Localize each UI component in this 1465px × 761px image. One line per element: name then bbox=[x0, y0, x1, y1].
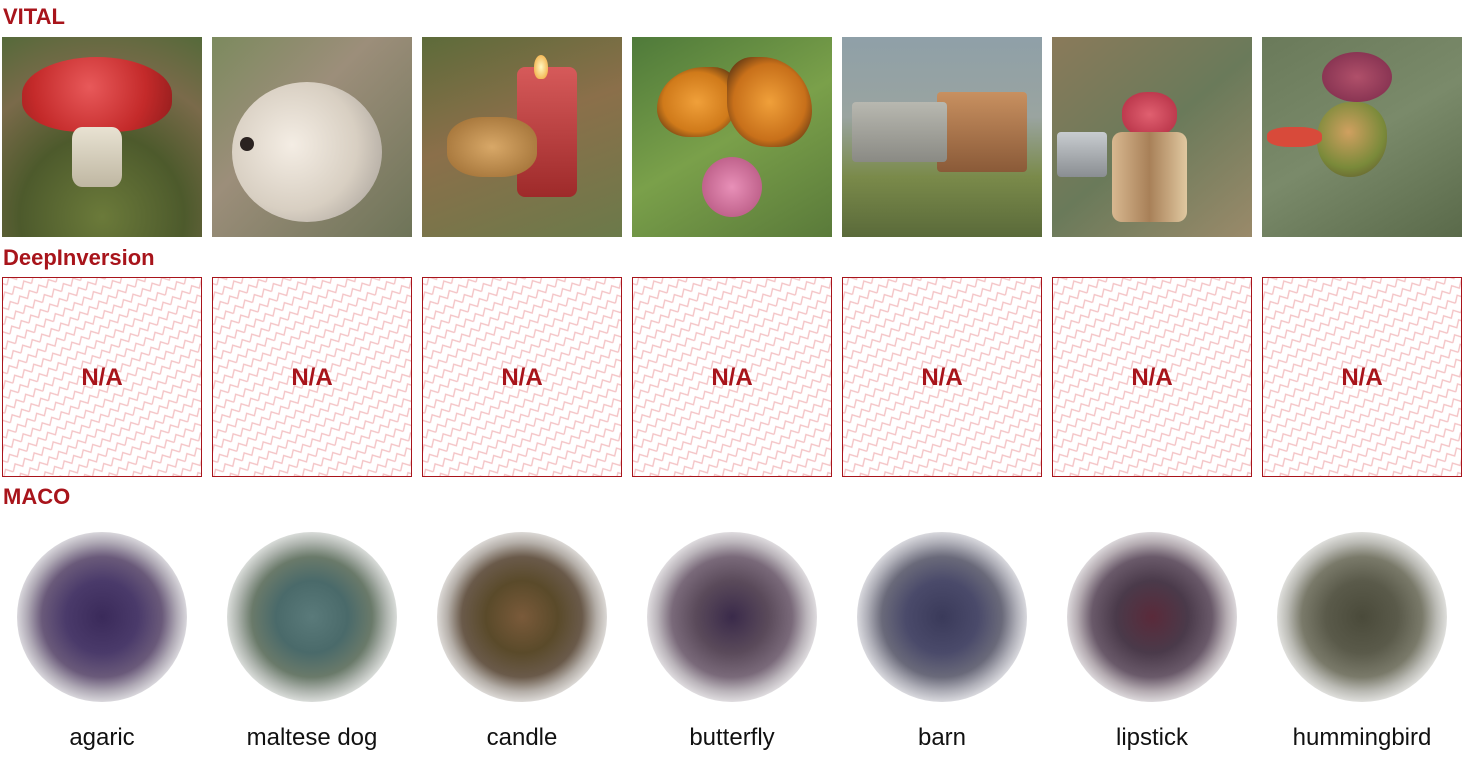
vital-title: VITAL bbox=[3, 4, 65, 29]
vital-image-agaric bbox=[2, 37, 202, 237]
na-label: N/A bbox=[81, 364, 123, 391]
maco-image-agaric bbox=[2, 517, 202, 717]
deepinversion-placeholder: N/A bbox=[422, 277, 622, 477]
na-label: N/A bbox=[1341, 364, 1383, 391]
hatch-pattern bbox=[1263, 278, 1461, 476]
class-label-maltese-dog: maltese dog bbox=[246, 724, 378, 751]
na-label: N/A bbox=[291, 364, 333, 391]
vital-image-lipstick bbox=[1052, 37, 1252, 237]
deepinversion-placeholder: N/A bbox=[842, 277, 1042, 477]
class-label-barn: barn bbox=[917, 724, 967, 751]
vital-image-hummingbird bbox=[1262, 37, 1462, 237]
vital-row bbox=[2, 37, 1462, 237]
deepinversion-row: N/A N/A N/A N/A N/A N/A N/A bbox=[2, 277, 1462, 477]
deepinversion-placeholder: N/A bbox=[1052, 277, 1252, 477]
deepinversion-placeholder: N/A bbox=[212, 277, 412, 477]
class-label-candle: candle bbox=[486, 724, 558, 751]
deepinversion-placeholder: N/A bbox=[632, 277, 832, 477]
class-label-hummingbird: hummingbird bbox=[1292, 724, 1432, 751]
hatch-pattern bbox=[1053, 278, 1251, 476]
vital-image-butterfly bbox=[632, 37, 832, 237]
deepinversion-title: DeepInversion bbox=[3, 245, 155, 270]
deepinversion-placeholder: N/A bbox=[2, 277, 202, 477]
maco-image-candle bbox=[422, 517, 622, 717]
maco-image-lipstick bbox=[1052, 517, 1252, 717]
maco-image-hummingbird bbox=[1262, 517, 1462, 717]
maco-image-butterfly bbox=[632, 517, 832, 717]
deepinversion-placeholder: N/A bbox=[1262, 277, 1462, 477]
hatch-pattern bbox=[633, 278, 831, 476]
maco-image-barn bbox=[842, 517, 1042, 717]
maco-row bbox=[2, 517, 1462, 717]
hatch-pattern bbox=[213, 278, 411, 476]
maco-title: MACO bbox=[3, 484, 71, 509]
hatch-pattern bbox=[3, 278, 201, 476]
class-label-lipstick: lipstick bbox=[1115, 724, 1188, 751]
hatch-pattern bbox=[423, 278, 621, 476]
na-label: N/A bbox=[921, 364, 963, 391]
vital-image-maltese-dog bbox=[212, 37, 412, 237]
na-label: N/A bbox=[1131, 364, 1173, 391]
class-label-butterfly: butterfly bbox=[689, 724, 775, 751]
na-label: N/A bbox=[501, 364, 543, 391]
vital-image-barn bbox=[842, 37, 1042, 237]
na-label: N/A bbox=[711, 364, 753, 391]
class-label-agaric: agaric bbox=[69, 724, 135, 751]
vital-image-candle bbox=[422, 37, 622, 237]
hatch-pattern bbox=[843, 278, 1041, 476]
maco-image-maltese-dog bbox=[212, 517, 412, 717]
